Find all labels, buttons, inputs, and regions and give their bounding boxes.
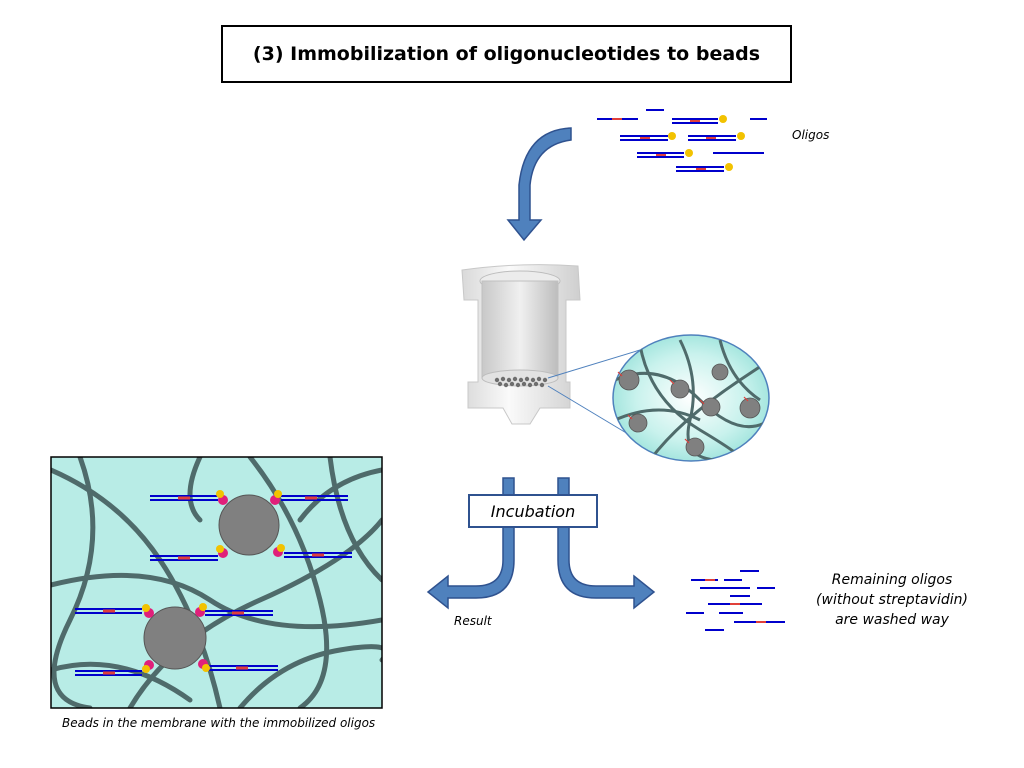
remaining-line-1: Remaining oligos — [831, 572, 953, 588]
membrane-zoom-panel — [50, 456, 383, 709]
curved-down-arrow — [506, 127, 572, 242]
oval-beads — [618, 363, 761, 457]
incubation-box: Incubation — [468, 494, 598, 528]
title-box: (3) Immobilization of oligonucleotides t… — [221, 25, 792, 83]
diagram-title: (3) Immobilization of oligonucleotides t… — [252, 43, 761, 65]
panel-bead — [218, 494, 280, 556]
tube-beads — [494, 376, 548, 388]
remaining-oligos-label: Remaining oligos (without streptavidin) … — [812, 570, 972, 630]
free-oligos-group — [597, 109, 767, 172]
remaining-line-3: are washed way — [835, 612, 949, 628]
filter-tube — [461, 264, 581, 425]
oligos-label: Oligos — [792, 128, 830, 142]
remaining-line-2: (without streptavidin) — [816, 592, 968, 608]
washed-oligos-group — [686, 570, 785, 631]
split-arrows — [426, 477, 656, 610]
streptavidin-biotin-links — [142, 490, 285, 673]
beads-caption: Beads in the membrane with the immobiliz… — [62, 716, 376, 730]
panel-bead — [143, 606, 207, 670]
incubation-label: Incubation — [490, 501, 576, 521]
result-label: Result — [454, 614, 492, 628]
panel-oligos — [75, 495, 352, 676]
biotin-star — [668, 115, 745, 171]
oligo — [597, 109, 767, 172]
magnified-membrane-oval — [612, 334, 770, 462]
